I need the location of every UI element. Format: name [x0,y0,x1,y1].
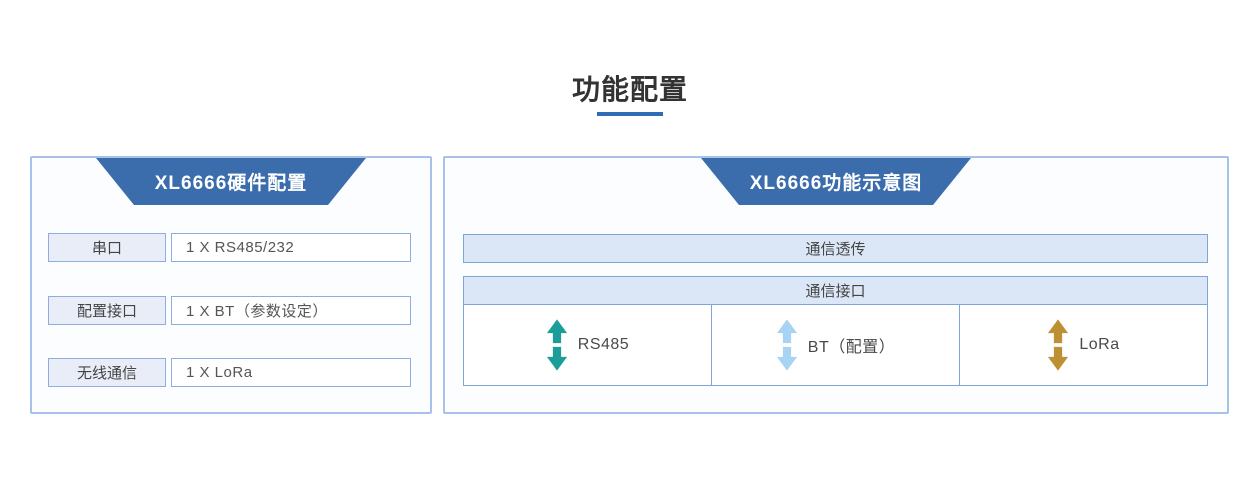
page-title: 功能配置 [571,74,688,105]
hardware-row-label: 无线通信 [48,358,166,387]
hardware-row-wireless: 无线通信 1 X LoRa [48,358,411,387]
interface-cell-lora: LoRa [959,305,1207,385]
double-vertical-arrow-icon [776,319,797,371]
hardware-row-serial: 串口 1 X RS485/232 [48,233,411,262]
interface-cell-bt: BT（配置） [711,305,959,385]
function-diagram-panel: XL6666功能示意图 通信透传 通信接口 RS485 BT（配置） [443,156,1229,414]
interface-label: BT（配置） [807,339,896,356]
hardware-row-config-interface: 配置接口 1 X BT（参数设定） [48,296,411,325]
double-vertical-arrow-icon [546,319,567,371]
hardware-row-value: 1 X LoRa [171,358,411,387]
hardware-row-value: 1 X RS485/232 [171,233,411,262]
interface-cell-rs485: RS485 [464,305,711,385]
hardware-row-value: 1 X BT（参数设定） [171,296,411,325]
hardware-row-label: 配置接口 [48,296,166,325]
interface-label: RS485 [577,336,630,353]
interface-table: 通信接口 RS485 BT（配置） [463,276,1208,386]
hardware-config-panel: XL6666硬件配置 串口 1 X RS485/232 配置接口 1 X BT（… [30,156,432,414]
interface-table-header: 通信接口 [463,276,1208,305]
double-vertical-arrow-icon [1048,319,1069,371]
function-diagram-panel-header: XL6666功能示意图 [701,158,971,205]
passthrough-bar: 通信透传 [463,234,1208,263]
interface-table-cells: RS485 BT（配置） LoRa [463,305,1208,386]
title-underline [597,112,663,116]
hardware-row-label: 串口 [48,233,166,262]
hardware-config-panel-header: XL6666硬件配置 [96,158,366,205]
interface-label: LoRa [1079,336,1120,353]
